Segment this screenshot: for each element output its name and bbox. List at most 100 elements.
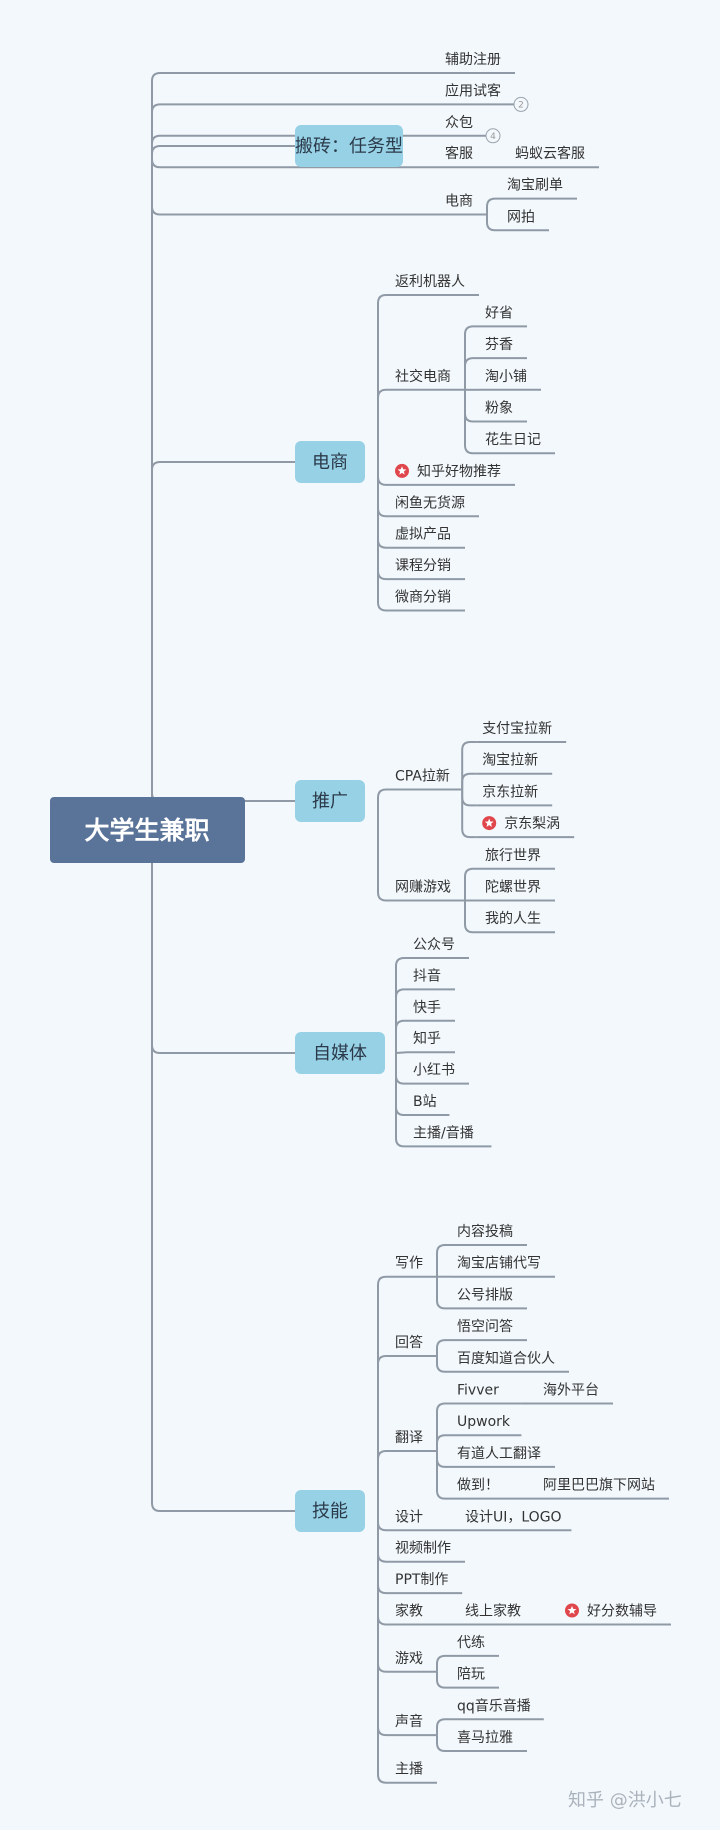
node-label[interactable]: 公众号 <box>413 937 455 953</box>
node-label[interactable]: 支付宝拉新 <box>482 721 552 737</box>
node-label[interactable]: 设计UI，LOGO <box>465 1509 562 1525</box>
branch-node[interactable]: 自媒体 <box>295 1032 385 1074</box>
node-label[interactable]: 粉象 <box>485 401 513 417</box>
node-label[interactable]: 家教 <box>395 1603 423 1620</box>
node-label[interactable]: 声音 <box>395 1713 423 1730</box>
node-label[interactable]: 闲鱼无货源 <box>395 494 465 511</box>
item-connector <box>377 801 389 902</box>
node-label[interactable]: 陀螺世界 <box>485 880 541 896</box>
node-label[interactable]: 虚拟产品 <box>395 527 451 543</box>
item-connector <box>395 957 407 1053</box>
node-label[interactable]: 电商 <box>445 193 473 209</box>
node-label[interactable]: 有道人工翻译 <box>457 1446 541 1462</box>
node-label[interactable]: 淘宝拉新 <box>482 753 538 769</box>
node-label[interactable]: 主播 <box>395 1762 423 1778</box>
item-connector <box>377 294 389 462</box>
branch-node[interactable]: 搬砖：任务型 <box>295 125 403 167</box>
node-label[interactable]: 微商分销 <box>395 590 451 606</box>
child-connector <box>464 325 479 390</box>
child-connector <box>464 867 479 901</box>
node-label[interactable]: 公号排版 <box>457 1287 513 1303</box>
child-connector <box>461 789 477 807</box>
node-label[interactable]: 小红书 <box>413 1063 455 1079</box>
node-label[interactable]: Fivver <box>457 1383 499 1399</box>
node-label[interactable]: 喜马拉雅 <box>457 1730 513 1746</box>
node-label[interactable]: 悟空问答 <box>457 1318 513 1335</box>
node-label[interactable]: 陪玩 <box>457 1667 485 1683</box>
node-label[interactable]: 京东梨涡 <box>504 816 560 832</box>
star-shape <box>567 1605 577 1615</box>
node-label[interactable]: 花生日记 <box>485 432 541 448</box>
branch-node[interactable]: 电商 <box>295 441 365 483</box>
node-label[interactable]: 写作 <box>395 1256 423 1272</box>
node-label[interactable]: 社交电商 <box>395 368 451 385</box>
node-label[interactable]: 知乎 <box>413 1030 441 1047</box>
branch-label: 电商 <box>312 452 348 473</box>
node-label[interactable]: 快手 <box>413 1000 441 1016</box>
nodes-layer: 搬砖：任务型辅助注册应用试客2众包4客服蚂蚁云客服电商淘宝刷单网拍电商返利机器人… <box>295 52 657 1778</box>
node-label[interactable]: 内容投稿 <box>457 1223 513 1240</box>
child-connector <box>486 197 501 215</box>
node-label[interactable]: B站 <box>413 1094 437 1110</box>
node-label[interactable]: 芬香 <box>485 337 513 353</box>
node-label[interactable]: 好省 <box>485 305 513 321</box>
branch-label: 推广 <box>312 791 348 812</box>
item-connector <box>395 1051 408 1054</box>
node-label[interactable]: 蚂蚁云客服 <box>515 145 585 162</box>
node-label[interactable]: 设计 <box>395 1509 423 1525</box>
node-label[interactable]: 海外平台 <box>543 1383 599 1399</box>
count-badge-text: 2 <box>518 100 524 110</box>
branch-node[interactable]: 推广 <box>295 780 365 822</box>
node-label[interactable]: 课程分销 <box>395 558 451 574</box>
node-label[interactable]: 网拍 <box>507 209 535 225</box>
node-label[interactable]: 主播/音播 <box>413 1124 474 1141</box>
node-label[interactable]: CPA拉新 <box>395 769 450 785</box>
child-connector <box>436 1735 451 1752</box>
node-label[interactable]: 众包 <box>445 115 473 131</box>
star-icon <box>482 816 497 831</box>
item-connector <box>377 462 389 518</box>
node-label[interactable]: 返利机器人 <box>395 274 465 290</box>
node-label[interactable]: 旅行世界 <box>485 848 541 864</box>
node-label[interactable]: 百度知道合伙人 <box>457 1350 555 1367</box>
node-label[interactable]: 淘宝刷单 <box>507 178 563 194</box>
star-shape <box>397 466 407 475</box>
node-label[interactable]: 阿里巴巴旗下网站 <box>543 1478 655 1494</box>
node-label[interactable]: 淘小铺 <box>485 369 527 385</box>
node-label[interactable]: 游戏 <box>395 1651 423 1667</box>
item-connector <box>377 788 389 801</box>
node-label[interactable]: 京东拉新 <box>482 784 538 800</box>
node-label[interactable]: 回答 <box>395 1334 423 1351</box>
watermark: 知乎 @洪小七 <box>568 1790 682 1811</box>
star-shape <box>484 818 494 827</box>
root-connector <box>151 863 295 1054</box>
star-icon <box>565 1603 579 1618</box>
item-connector <box>395 1053 407 1148</box>
node-label[interactable]: 翻译 <box>395 1430 423 1446</box>
node-label[interactable]: 好分数辅导 <box>587 1604 657 1620</box>
node-label[interactable]: 线上家教 <box>465 1603 521 1620</box>
node-label[interactable]: 网赚游戏 <box>395 880 451 896</box>
node-label[interactable]: 做到！ <box>457 1478 499 1494</box>
node-label[interactable]: 代练 <box>457 1635 485 1651</box>
node-label[interactable]: 知乎好物推荐 <box>417 463 501 480</box>
node-label[interactable]: 我的人生 <box>485 911 541 927</box>
connector-lines <box>151 72 671 1784</box>
child-connector <box>436 1434 451 1452</box>
child-connector <box>436 1451 451 1500</box>
node-label[interactable]: PPT制作 <box>395 1572 448 1588</box>
branch-node[interactable]: 技能 <box>295 1490 365 1532</box>
root-node[interactable]: 大学生兼职 <box>50 797 245 863</box>
node-label[interactable]: 淘宝店铺代写 <box>457 1256 541 1272</box>
node-label[interactable]: qq音乐音播 <box>457 1697 531 1714</box>
node-label[interactable]: 辅助注册 <box>445 52 501 68</box>
node-label[interactable]: 视频制作 <box>395 1541 451 1557</box>
node-label[interactable]: 客服 <box>445 145 473 162</box>
node-label[interactable]: Upwork <box>457 1414 511 1430</box>
item-connector <box>151 72 439 146</box>
root-connector <box>151 863 295 1512</box>
node-label[interactable]: 抖音 <box>413 967 441 984</box>
item-connector <box>151 134 439 146</box>
node-label[interactable]: 应用试客 <box>445 82 501 99</box>
